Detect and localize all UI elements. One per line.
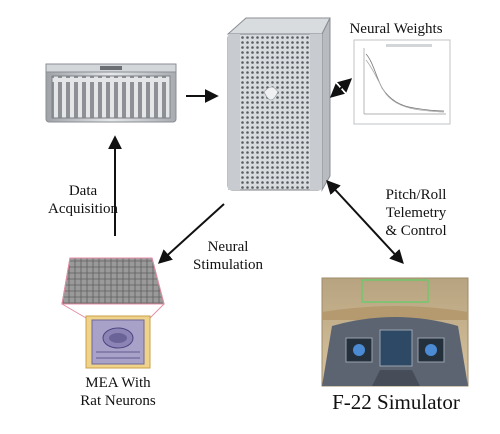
raid-storage-icon bbox=[45, 63, 177, 123]
neural-weights-plot bbox=[353, 39, 451, 125]
label-f22-simulator: F-22 Simulator bbox=[332, 390, 460, 414]
arrow-computer-weights bbox=[329, 78, 353, 98]
arrow-telemetry-control bbox=[326, 179, 404, 265]
label-data-acquisition: Data Acquisition bbox=[48, 183, 118, 217]
mea-chip-icon bbox=[61, 257, 165, 369]
f22-cockpit-screenshot bbox=[321, 277, 469, 387]
computer-tower-icon bbox=[226, 17, 331, 192]
arrow-neural-stimulation bbox=[157, 203, 225, 264]
label-neural-stimulation: Neural Stimulation bbox=[192, 239, 263, 273]
label-neural-weights: Neural Weights bbox=[349, 21, 443, 37]
label-pitch-roll-telemetry: Pitch/Roll Telemetry & Control bbox=[385, 187, 447, 239]
label-mea-rat-neurons: MEA With Rat Neurons bbox=[80, 375, 156, 409]
